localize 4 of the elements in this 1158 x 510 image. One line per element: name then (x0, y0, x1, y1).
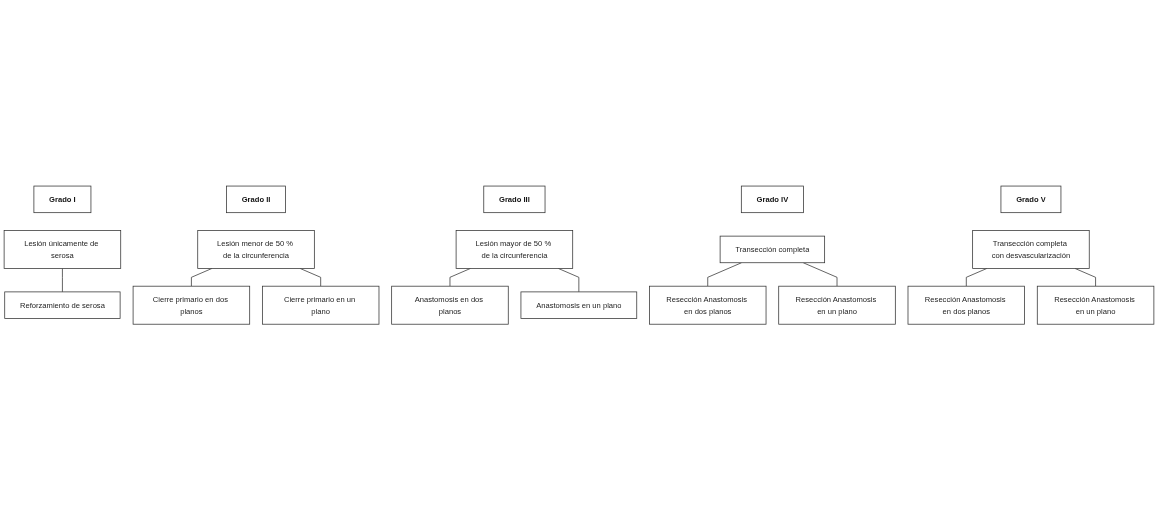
connector (449, 267, 471, 287)
connector (707, 262, 742, 287)
connector (62, 267, 63, 293)
connector (802, 262, 838, 287)
